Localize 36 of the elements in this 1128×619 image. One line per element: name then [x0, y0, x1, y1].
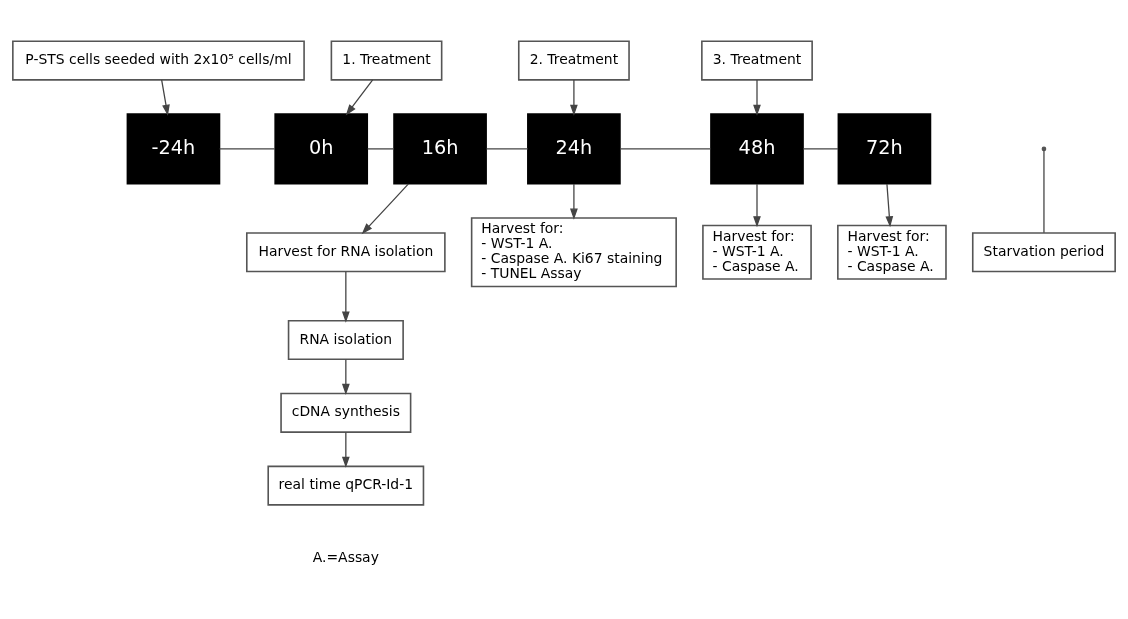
- node-box: 16h: [393, 113, 487, 185]
- node-box: -24h: [126, 113, 221, 185]
- node-box: Starvation period: [971, 232, 1116, 273]
- node-box: 48h: [710, 113, 804, 185]
- arrow: [885, 183, 894, 228]
- node-box: 72h: [837, 113, 932, 185]
- node-box: 24h: [527, 113, 621, 185]
- node-box: 3. Treatment: [701, 40, 813, 81]
- node-box: RNA isolation: [287, 319, 404, 361]
- node-box: cDNA synthesis: [280, 392, 412, 433]
- node-box: Harvest for RNA isolation: [246, 232, 446, 273]
- arrow: [361, 183, 410, 235]
- node-box: Harvest for: - WST-1 A. - Caspase A.: [837, 224, 947, 280]
- arrow: [341, 431, 350, 468]
- arrow: [570, 183, 578, 220]
- arrow: [570, 79, 578, 116]
- connector: [219, 148, 276, 150]
- node-box: 1. Treatment: [330, 40, 443, 81]
- connector: [485, 148, 529, 150]
- connector: [619, 148, 712, 150]
- arrow: [161, 79, 170, 116]
- connector: [802, 148, 839, 150]
- arrow: [753, 183, 761, 228]
- connector: [1043, 149, 1045, 234]
- arrow: [341, 271, 350, 323]
- arrow: [341, 359, 350, 395]
- node-box: P-STS cells seeded with 2x10⁵ cells/ml: [12, 40, 305, 81]
- label: A.=Assay: [312, 549, 379, 566]
- node-box: 0h: [274, 113, 369, 185]
- arrow: [753, 79, 761, 116]
- arrow: [345, 79, 374, 116]
- node-box: 2. Treatment: [517, 40, 630, 81]
- connector: [367, 148, 395, 150]
- node-box: Harvest for: - WST-1 A. - Caspase A.: [702, 224, 812, 280]
- node-box: real time qPCR-Id-1: [267, 465, 425, 506]
- node-box: Harvest for: - WST-1 A. - Caspase A. Ki67 staining - TUNEL Assay: [470, 217, 677, 288]
